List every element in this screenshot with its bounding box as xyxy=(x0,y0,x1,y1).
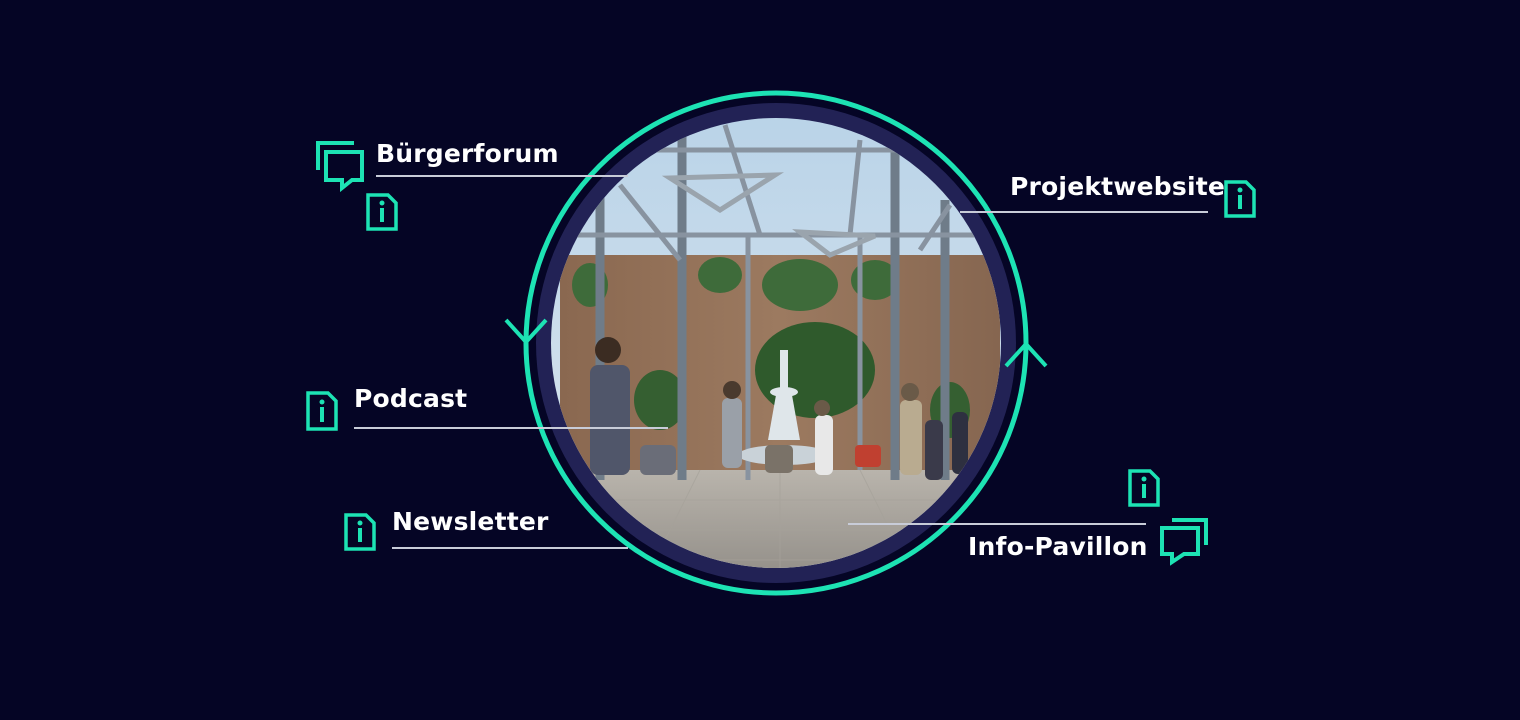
info-doc-icon xyxy=(1128,469,1160,507)
chat-icon xyxy=(1160,518,1208,566)
chat-icon xyxy=(316,141,364,193)
info-doc-icon xyxy=(306,391,338,431)
info-doc-icon xyxy=(366,193,398,231)
info-doc-icon xyxy=(344,513,376,551)
info-doc-icon xyxy=(1224,180,1256,218)
label-info-pavillon: Info-Pavillon xyxy=(968,532,1148,561)
label-newsletter: Newsletter xyxy=(392,507,549,536)
atrium-scene-image xyxy=(551,118,1001,568)
label-buergerforum: Bürgerforum xyxy=(376,139,559,168)
arrow-up-icon xyxy=(1004,341,1048,368)
leader-lines xyxy=(354,175,1208,549)
label-projektwebsite: Projektwebsite xyxy=(1010,172,1226,201)
arrow-down-icon xyxy=(504,318,548,345)
label-podcast: Podcast xyxy=(354,384,468,413)
